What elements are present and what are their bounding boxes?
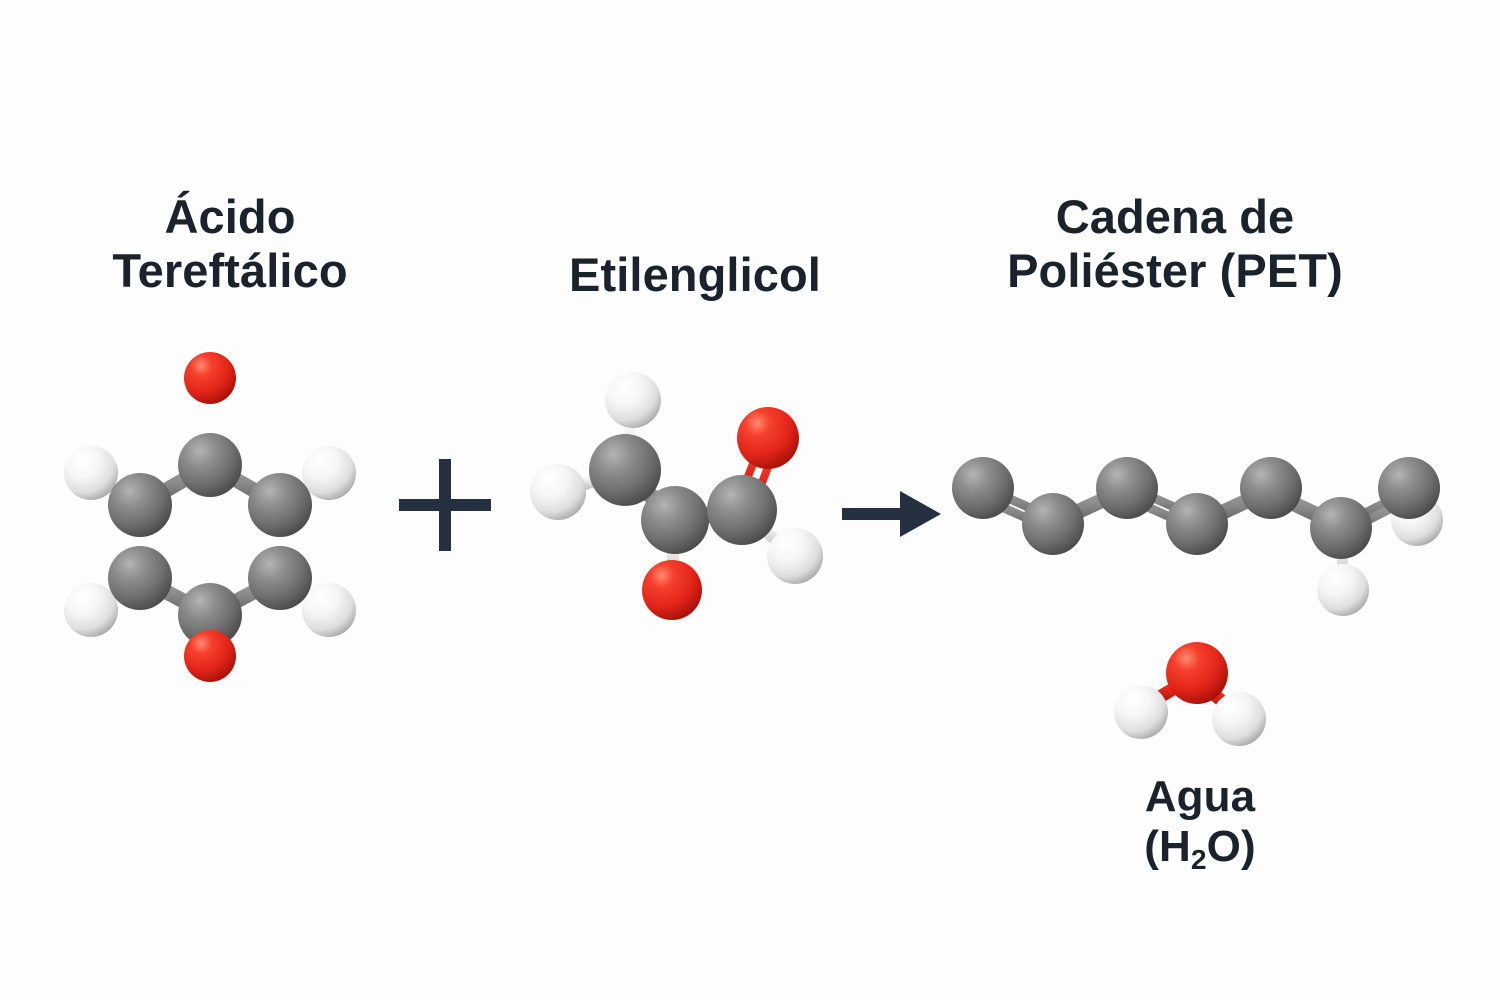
label-line: Tereftálico — [112, 243, 348, 297]
carbon-atoms — [589, 434, 777, 554]
label-ethylene-glycol: Etilenglicol — [475, 248, 915, 302]
plus-icon — [399, 459, 491, 551]
formula-suffix: O) — [1206, 822, 1256, 872]
water-svg — [1114, 642, 1266, 746]
label-line: Poliéster (PET) — [1007, 243, 1343, 297]
arrow-right-icon — [842, 491, 941, 537]
label-line: Etilenglicol — [569, 248, 821, 301]
molecule-ethylene-glycol — [520, 360, 840, 640]
formula-prefix: (H — [1144, 822, 1191, 872]
reaction-arrow — [840, 480, 950, 550]
oxygen-atoms — [642, 407, 799, 620]
polyester-chain-svg — [952, 457, 1443, 616]
carbon-atoms — [952, 457, 1440, 559]
water-formula: (H2O) — [1144, 822, 1256, 873]
carbon-atoms — [108, 433, 312, 647]
hydrogen-atoms — [1114, 685, 1266, 746]
oxygen-atoms — [184, 352, 236, 682]
label-line: Ácido — [164, 190, 296, 243]
molecule-polyester-chain — [945, 450, 1445, 630]
plus-operator — [395, 455, 495, 555]
molecule-terephthalic-acid — [55, 350, 365, 682]
label-water: Agua(H2O) — [1090, 772, 1310, 874]
oxygen-atom — [1166, 642, 1228, 704]
terephthalic-acid-svg — [64, 352, 356, 682]
label-line: Agua — [1144, 772, 1256, 821]
label-line: Cadena de — [1055, 190, 1295, 243]
formula-subscript: 2 — [1190, 844, 1207, 876]
hydrogen-atoms — [530, 372, 823, 584]
ethylene-glycol-svg — [530, 372, 823, 620]
molecule-water — [1105, 635, 1285, 765]
hydrogen-atoms — [64, 446, 356, 637]
